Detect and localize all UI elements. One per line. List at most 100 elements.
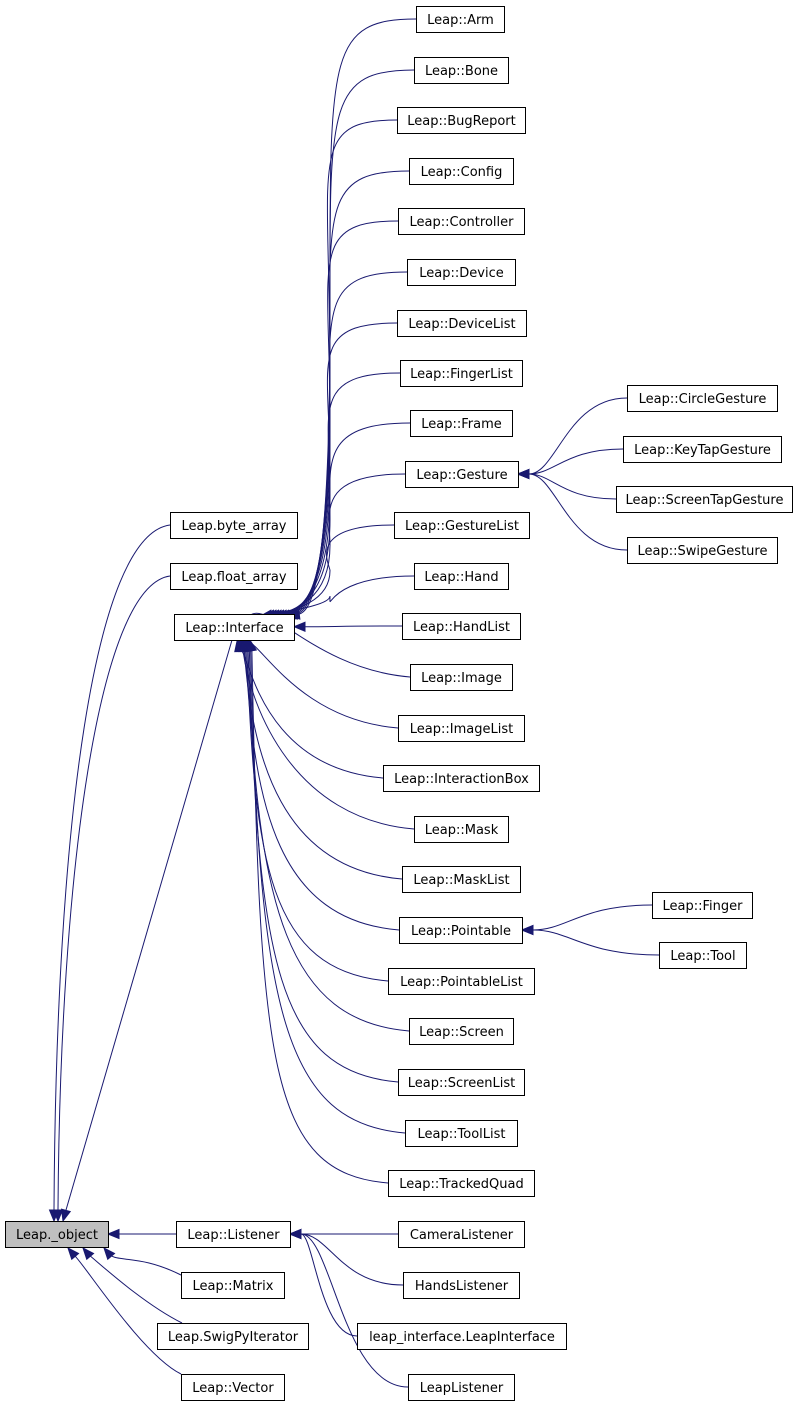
node-bugreport[interactable]: Leap::BugReport (397, 107, 526, 134)
node-box (414, 57, 509, 84)
node-listener[interactable]: Leap::Listener (176, 1221, 291, 1248)
node-label: Leap::Finger (663, 899, 744, 914)
edge-trackedquad-to-interface (251, 650, 389, 1184)
node-label: Leap.byte_array (182, 519, 287, 534)
node-box (405, 1120, 518, 1147)
node-box (403, 1272, 520, 1299)
arrowhead-vector-to-leap_object (67, 1246, 80, 1261)
node-leapinterface[interactable]: leap_interface.LeapInterface (357, 1323, 567, 1350)
edge-pointablelist-to-interface (246, 650, 389, 982)
node-box (409, 1018, 514, 1045)
node-controller[interactable]: Leap::Controller (398, 208, 525, 235)
node-box (181, 1272, 285, 1299)
node-box (157, 1323, 309, 1350)
node-label: Leap::ToolList (418, 1127, 506, 1142)
node-box (659, 942, 747, 969)
arrowhead-float_array-to-leap_object (52, 1209, 64, 1223)
node-gesture[interactable]: Leap::Gesture (405, 461, 519, 488)
node-label: Leap::GestureList (405, 519, 519, 534)
node-pointable[interactable]: Leap::Pointable (399, 917, 523, 944)
node-box (399, 917, 523, 944)
node-bone[interactable]: Leap::Bone (414, 57, 509, 84)
node-hand[interactable]: Leap::Hand (414, 563, 509, 590)
edge-byte_array-to-leap_object (53, 524, 171, 1211)
node-devicelist[interactable]: Leap::DeviceList (397, 310, 527, 337)
edge-vector-to-leap_object (73, 1254, 182, 1375)
node-label: Leap::PointableList (400, 975, 523, 990)
node-label: Leap::ImageList (410, 722, 513, 737)
node-handslistener[interactable]: HandsListener (403, 1272, 520, 1299)
node-trackedquad[interactable]: Leap::TrackedQuad (388, 1170, 535, 1197)
node-leap_object[interactable]: Leap._object (5, 1221, 109, 1248)
node-screenlist[interactable]: Leap::ScreenList (398, 1069, 525, 1096)
node-keytapgesture[interactable]: Leap::KeyTapGesture (623, 436, 782, 463)
node-matrix[interactable]: Leap::Matrix (181, 1272, 285, 1299)
node-label: Leap::Image (421, 671, 502, 686)
node-label: Leap::HandList (413, 620, 510, 635)
node-box (398, 208, 525, 235)
node-box (627, 385, 778, 412)
node-config[interactable]: Leap::Config (409, 158, 514, 185)
edge-devicelist-to-interface (281, 322, 398, 616)
node-device[interactable]: Leap::Device (407, 259, 516, 286)
node-handlist[interactable]: Leap::HandList (402, 613, 521, 640)
node-byte_array[interactable]: Leap.byte_array (170, 512, 298, 539)
node-tool[interactable]: Leap::Tool (659, 942, 747, 969)
node-box (616, 486, 793, 513)
node-label: Leap::BugReport (407, 114, 516, 129)
edges-layer (48, 18, 660, 1388)
node-circlegesture[interactable]: Leap::CircleGesture (627, 385, 778, 412)
edge-swig-to-leap_object (88, 1254, 183, 1324)
node-box (402, 866, 521, 893)
node-interface[interactable]: Leap::Interface (174, 614, 295, 641)
node-finger[interactable]: Leap::Finger (652, 892, 753, 919)
node-box (407, 259, 516, 286)
node-label: Leap.float_array (181, 570, 286, 585)
edge-leapinterface-to-listener (300, 1233, 358, 1337)
node-label: Leap::ScreenTapGesture (626, 493, 784, 508)
node-screentapgesture[interactable]: Leap::ScreenTapGesture (616, 486, 793, 513)
node-vector[interactable]: Leap::Vector (181, 1374, 285, 1401)
node-swipegesture[interactable]: Leap::SwipeGesture (627, 537, 778, 564)
node-screen[interactable]: Leap::Screen (409, 1018, 514, 1045)
node-frame[interactable]: Leap::Frame (410, 410, 513, 437)
node-gesturelist[interactable]: Leap::GestureList (394, 512, 530, 539)
arrowhead-swig-to-leap_object (82, 1246, 95, 1261)
node-box (627, 537, 778, 564)
arrowhead-leaplistener-to-listener (288, 1228, 302, 1240)
node-box (388, 1170, 535, 1197)
node-image[interactable]: Leap::Image (410, 664, 513, 691)
edge-hand-to-interface (268, 575, 415, 616)
node-box (400, 360, 523, 387)
node-float_array[interactable]: Leap.float_array (170, 563, 298, 590)
node-box (357, 1323, 567, 1350)
edge-config-to-interface (288, 170, 410, 616)
node-fingerlist[interactable]: Leap::FingerList (400, 360, 523, 387)
node-masklist[interactable]: Leap::MaskList (402, 866, 521, 893)
node-interactionbox[interactable]: Leap::InteractionBox (383, 765, 540, 792)
node-mask[interactable]: Leap::Mask (414, 816, 509, 843)
node-label: Leap::ScreenList (408, 1076, 515, 1091)
node-box (402, 613, 521, 640)
node-cameralistener[interactable]: CameraListener (398, 1221, 525, 1248)
arrowhead-tool-to-pointable (520, 924, 534, 936)
node-box (383, 765, 540, 792)
node-label: Leap.SwigPyIterator (168, 1330, 299, 1345)
node-toollist[interactable]: Leap::ToolList (405, 1120, 518, 1147)
arrowhead-swipegesture-to-gesture (516, 468, 530, 480)
node-leaplistener[interactable]: LeapListener (408, 1374, 515, 1401)
edge-gesture-to-interface (273, 473, 406, 616)
node-pointablelist[interactable]: Leap::PointableList (388, 968, 535, 995)
node-box (176, 1221, 291, 1248)
node-box (181, 1374, 285, 1401)
nodes-layer: Leap._object Leap.byte_arrayLeap.float_ar… (5, 6, 793, 1401)
edge-tool-to-pointable (532, 929, 660, 956)
node-label: Leap._object (16, 1228, 98, 1243)
node-label: Leap::MaskList (413, 873, 509, 888)
node-swig[interactable]: Leap.SwigPyIterator (157, 1323, 309, 1350)
node-label: HandsListener (415, 1279, 509, 1294)
node-box (410, 664, 513, 691)
node-imagelist[interactable]: Leap::ImageList (398, 715, 525, 742)
node-arm[interactable]: Leap::Arm (416, 6, 505, 33)
edge-handlist-to-interface (304, 625, 403, 628)
